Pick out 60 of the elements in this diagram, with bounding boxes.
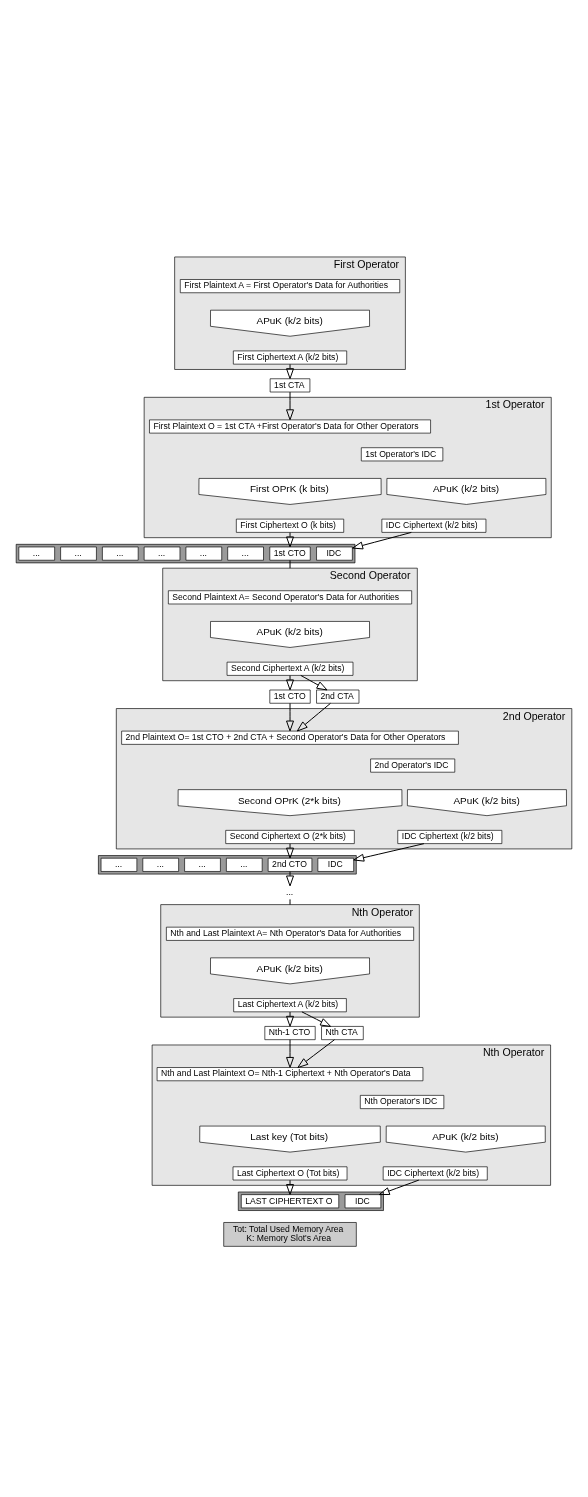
node-box: IDC Ciphertext (k/2 bits) — [382, 1165, 488, 1180]
node-box: IDC — [344, 1193, 382, 1208]
node-box: 1st Operator's IDC — [360, 446, 444, 461]
node-box: ... — [60, 546, 97, 561]
arrow — [286, 702, 294, 731]
node-box: 2nd CTA — [316, 689, 360, 704]
arrow — [286, 363, 294, 379]
node-box: ... — [18, 546, 55, 561]
arrow — [286, 870, 294, 886]
node-box: Nth CTA — [321, 1025, 364, 1040]
node-box: First Plaintext O = 1st CTA +First Operator's Data for Other Operators — [149, 419, 431, 433]
node-box: Nth and Last Plaintext A= Nth Operator's Data for Authorities — [166, 926, 414, 941]
node-box: ... — [143, 546, 181, 561]
node-box: First Plaintext A = First Operator's Data for Authorities — [179, 278, 401, 293]
arrow — [286, 391, 294, 420]
node-box: 1st CTA — [269, 377, 311, 392]
node-box: ... — [227, 546, 264, 561]
arrow — [352, 531, 412, 549]
node-box: Second Ciphertext A (k/2 bits) — [226, 661, 354, 676]
node-box: IDC — [317, 857, 354, 872]
arrow — [301, 1010, 332, 1027]
node-box: First Ciphertext O (k bits) — [236, 518, 345, 533]
node-box: 2nd Operator's IDC — [370, 758, 456, 773]
node-box: 2nd CTO — [267, 857, 313, 872]
arrow — [286, 842, 294, 859]
connector — [289, 898, 291, 905]
node-box: 1st CTO — [269, 546, 311, 561]
arrow — [286, 1038, 294, 1068]
node-box: ... — [102, 546, 139, 561]
arrow — [353, 842, 425, 862]
node-box: 2nd Plaintext O= 1st CTO + 2nd CTA + Second Operator's Data for Other Operators — [121, 730, 459, 745]
arrow — [286, 1011, 294, 1027]
node-box: Tot: Total Used Memory Area K: Memory Slot's Area — [223, 1221, 357, 1247]
arrow — [297, 1038, 335, 1068]
arrow — [300, 674, 328, 690]
node-box: ... — [185, 546, 223, 561]
node-text: ... — [286, 886, 294, 897]
arrow — [286, 531, 294, 547]
node-box: Nth-1 CTO — [264, 1025, 316, 1040]
connector — [289, 559, 291, 569]
node-box: IDC Ciphertext (k/2 bits) — [381, 518, 487, 533]
node-box: Second Plaintext A= Second Operator's Data for Authorities — [168, 589, 412, 604]
node-box: ... — [100, 857, 138, 872]
node-box: 1st CTO — [269, 689, 311, 704]
node-box: Second Ciphertext O (2*k bits) — [225, 829, 355, 844]
arrow — [286, 674, 294, 690]
node-box: ... — [184, 857, 221, 872]
node-box: LAST CIPHERTEXT O — [240, 1193, 340, 1208]
node-box: Last Ciphertext O (Tot bits) — [232, 1165, 348, 1180]
arrow — [286, 1179, 294, 1195]
arrow — [378, 1179, 420, 1195]
node-box: ... — [226, 857, 263, 872]
arrow — [296, 702, 331, 731]
node-box: First Ciphertext A (k/2 bits) — [233, 350, 348, 364]
node-box: Last Ciphertext A (k/2 bits) — [233, 997, 347, 1012]
node-box: Nth Operator's IDC — [359, 1094, 445, 1109]
node-box: IDC — [316, 546, 353, 561]
node-box: IDC Ciphertext (k/2 bits) — [397, 829, 503, 844]
node-box: ... — [142, 857, 179, 872]
node-box: Nth and Last Plaintext O= Nth-1 Ciphertext + Nth Operator's Data — [156, 1066, 424, 1081]
